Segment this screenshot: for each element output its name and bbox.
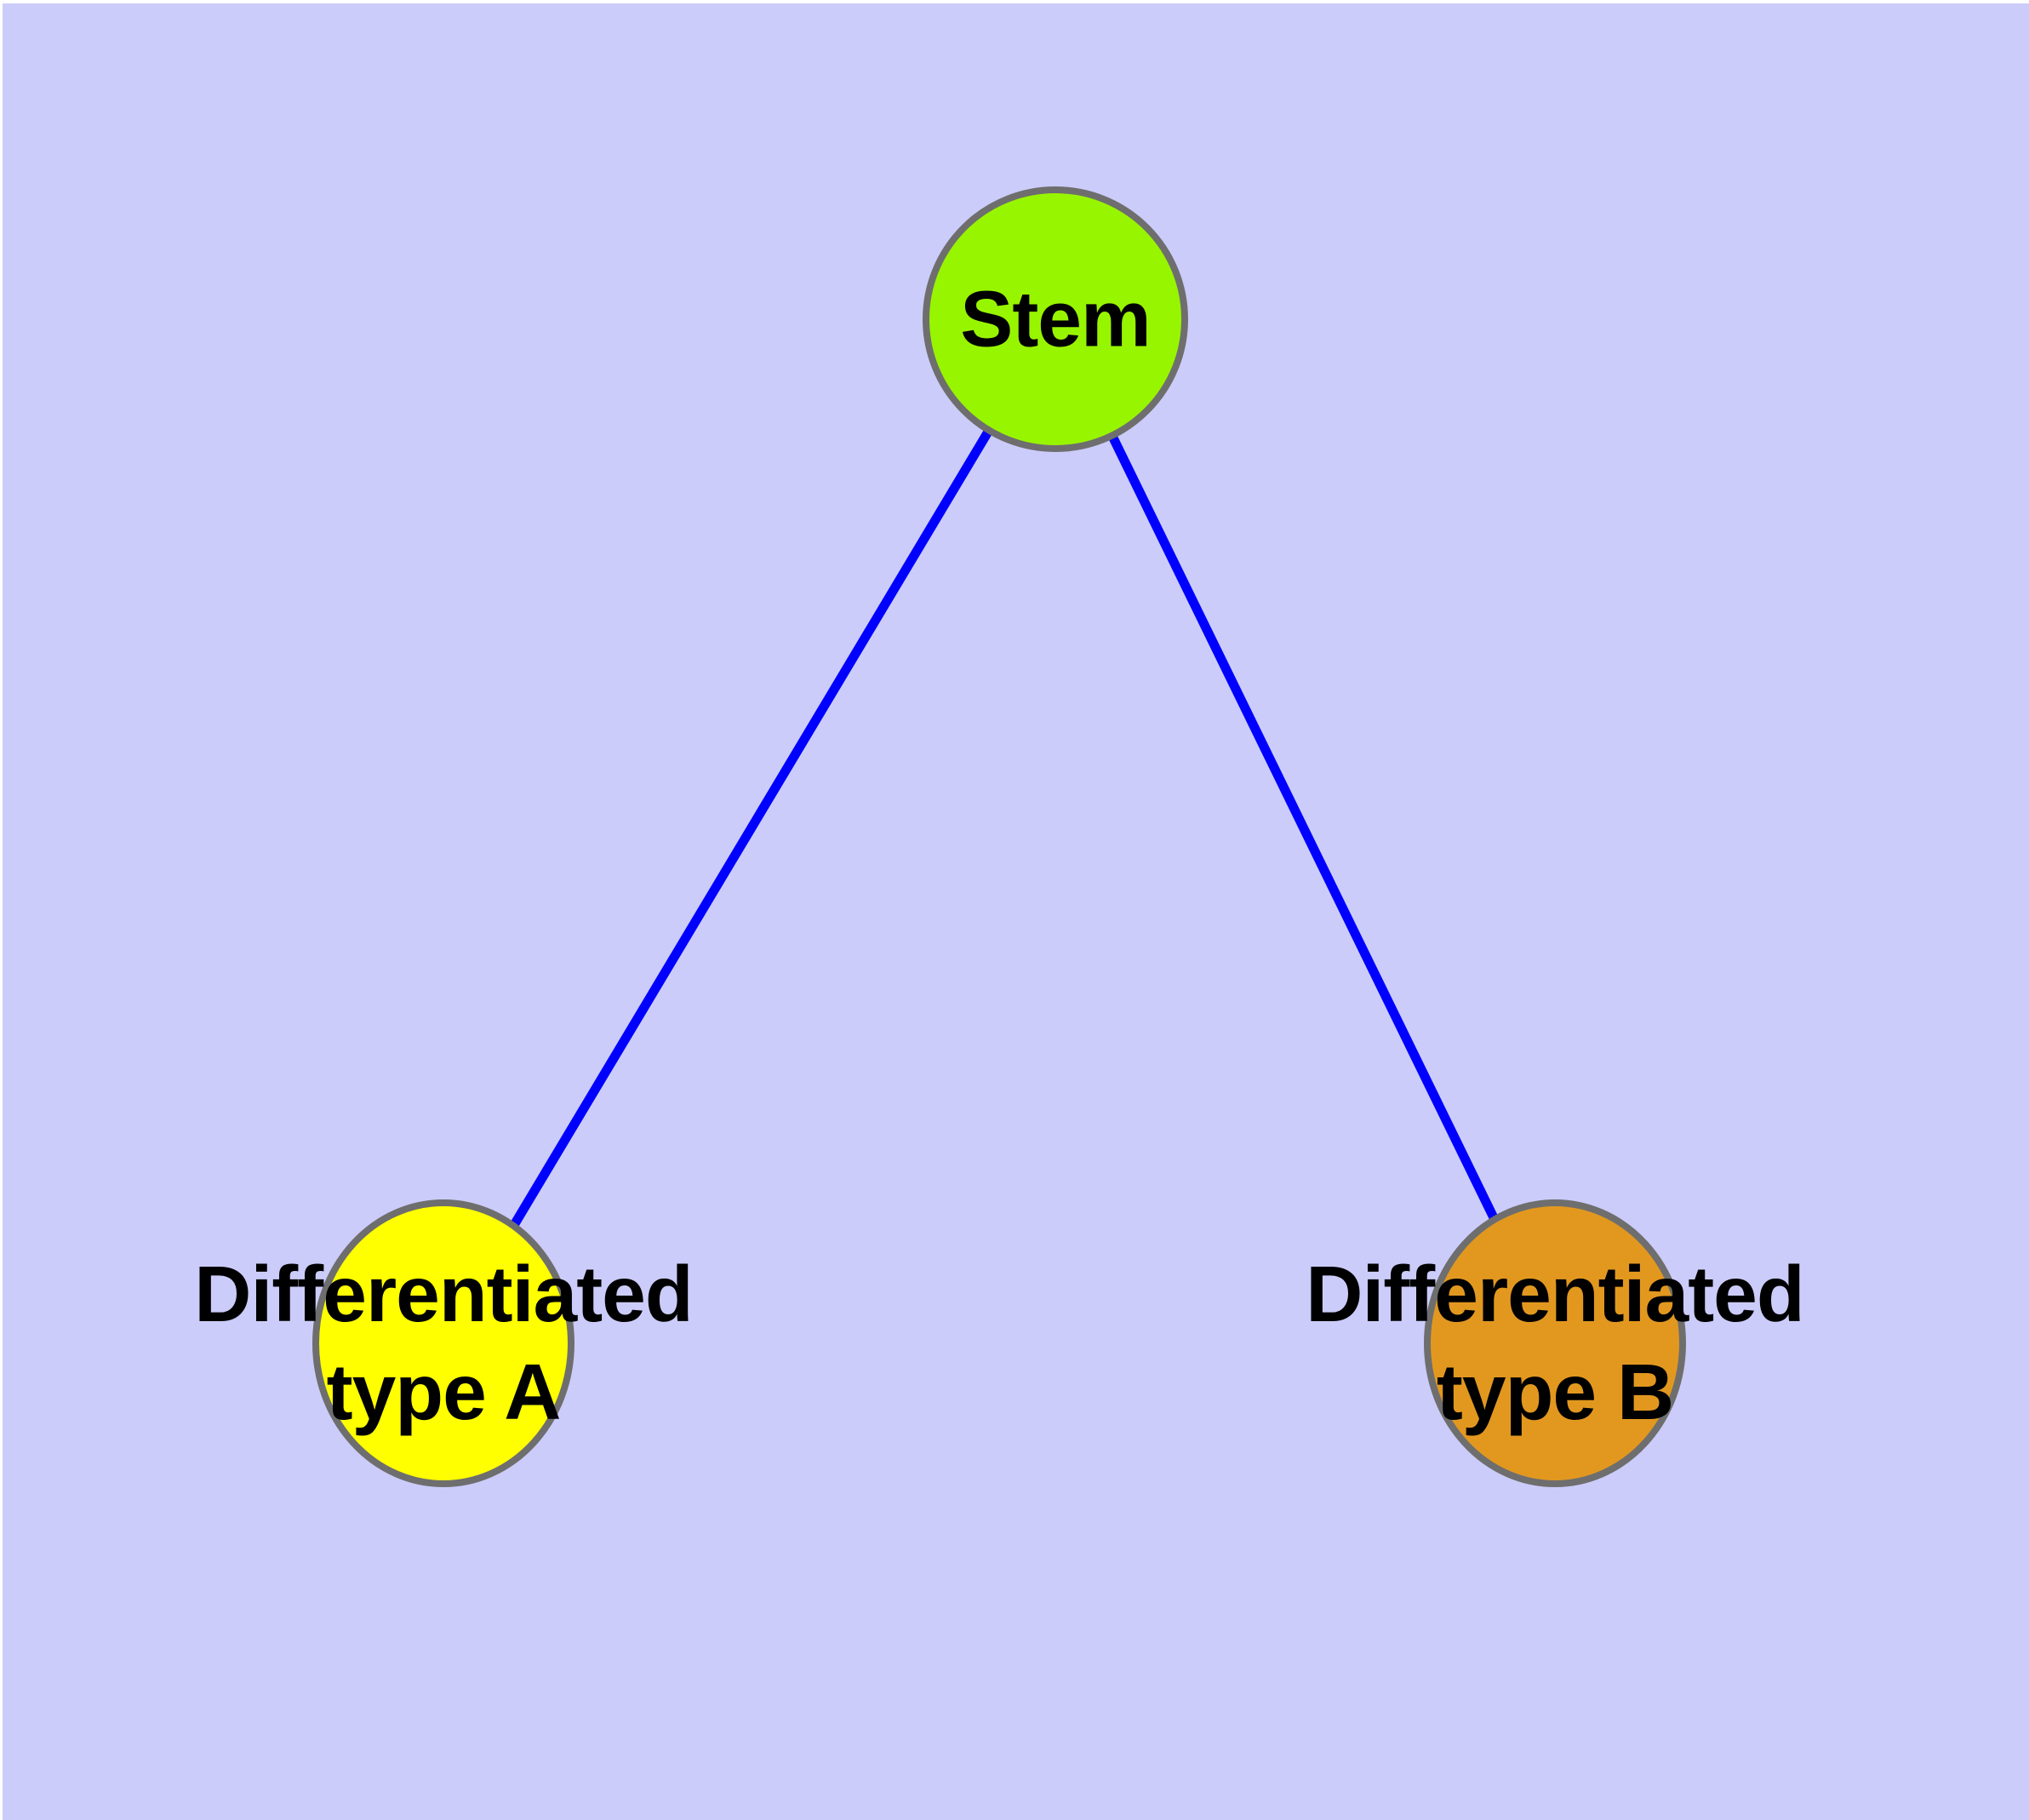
node-label-differentiated-type-a: Differentiated type A [194, 1245, 693, 1441]
type-a-label-line-2: type A [326, 1348, 562, 1436]
node-differentiated-type-b [1424, 1199, 1686, 1487]
type-b-label-line-2: type B [1436, 1348, 1674, 1436]
type-a-label-line-1: Differentiated [194, 1250, 693, 1338]
edge-stem-to-type-b [1051, 317, 1559, 1346]
edge-stem-to-type-a [439, 317, 1060, 1346]
node-label-stem: Stem [960, 271, 1151, 369]
type-b-label-line-1: Differentiated [1306, 1250, 1804, 1338]
node-label-differentiated-type-b: Differentiated type B [1306, 1245, 1804, 1441]
stem-label-text: Stem [960, 274, 1151, 363]
node-differentiated-type-a [312, 1199, 574, 1487]
node-stem [923, 186, 1188, 452]
